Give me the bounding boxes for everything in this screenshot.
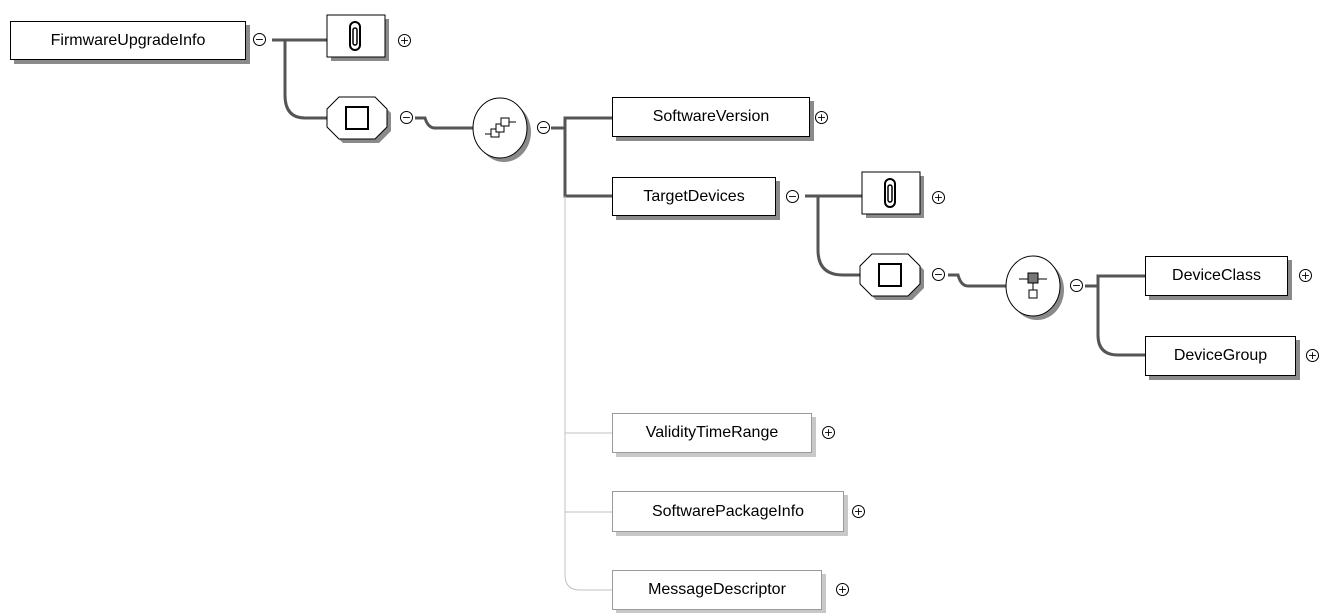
all-compositor-icon xyxy=(485,117,516,138)
expand-icon[interactable]: + xyxy=(822,426,835,439)
complex-type-node[interactable] xyxy=(859,253,924,300)
connector-line xyxy=(805,194,862,277)
connector-line xyxy=(551,116,612,130)
paperclip-icon xyxy=(349,21,361,51)
element-software-version[interactable]: SoftwareVersion xyxy=(612,97,810,137)
connector-line xyxy=(415,116,473,130)
expand-icon[interactable]: + xyxy=(932,191,945,204)
element-device-group[interactable]: DeviceGroup xyxy=(1145,336,1296,376)
collapse-icon[interactable]: − xyxy=(932,268,945,281)
element-message-descriptor[interactable]: MessageDescriptor xyxy=(612,570,822,610)
square-icon xyxy=(345,106,369,130)
element-label: ValidityTimeRange xyxy=(645,424,779,441)
attributes-node[interactable] xyxy=(861,171,924,218)
paperclip-icon xyxy=(884,178,896,208)
element-firmware-upgrade-info[interactable]: FirmwareUpgradeInfo xyxy=(10,21,246,60)
connector-line xyxy=(948,273,1006,288)
expand-icon[interactable]: + xyxy=(836,583,849,596)
sequence-compositor-node[interactable] xyxy=(1005,255,1064,320)
all-compositor-node[interactable] xyxy=(472,97,531,162)
element-label: MessageDescriptor xyxy=(648,581,786,598)
connector-line xyxy=(564,196,612,591)
collapse-icon[interactable]: − xyxy=(537,121,550,134)
element-label: DeviceClass xyxy=(1172,267,1261,284)
expand-icon[interactable]: + xyxy=(398,34,411,47)
connector-line xyxy=(563,128,612,198)
element-label: SoftwareVersion xyxy=(652,108,770,125)
attributes-node[interactable] xyxy=(326,14,389,61)
element-label: DeviceGroup xyxy=(1173,347,1268,364)
expand-icon[interactable]: + xyxy=(815,111,828,124)
expand-icon[interactable]: + xyxy=(852,505,865,518)
element-validity-time-range[interactable]: ValidityTimeRange xyxy=(612,413,812,453)
connector-line xyxy=(1096,286,1145,357)
collapse-icon[interactable]: − xyxy=(400,111,413,124)
collapse-icon[interactable]: − xyxy=(253,33,266,46)
connector-line xyxy=(272,38,330,120)
square-icon xyxy=(878,263,902,287)
sequence-compositor-icon xyxy=(1019,272,1047,299)
expand-icon[interactable]: + xyxy=(1299,269,1312,282)
element-label: TargetDevices xyxy=(643,187,745,205)
collapse-icon[interactable]: − xyxy=(786,190,799,203)
element-label: FirmwareUpgradeInfo xyxy=(50,31,206,49)
element-device-class[interactable]: DeviceClass xyxy=(1145,256,1288,296)
collapse-icon[interactable]: − xyxy=(1070,279,1083,292)
connector-line xyxy=(1085,274,1145,288)
expand-icon[interactable]: + xyxy=(1306,349,1319,362)
element-label: SoftwarePackageInfo xyxy=(651,502,805,520)
element-software-package-info[interactable]: SoftwarePackageInfo xyxy=(612,491,844,532)
element-target-devices[interactable]: TargetDevices xyxy=(612,177,776,216)
complex-type-node[interactable] xyxy=(326,96,391,143)
